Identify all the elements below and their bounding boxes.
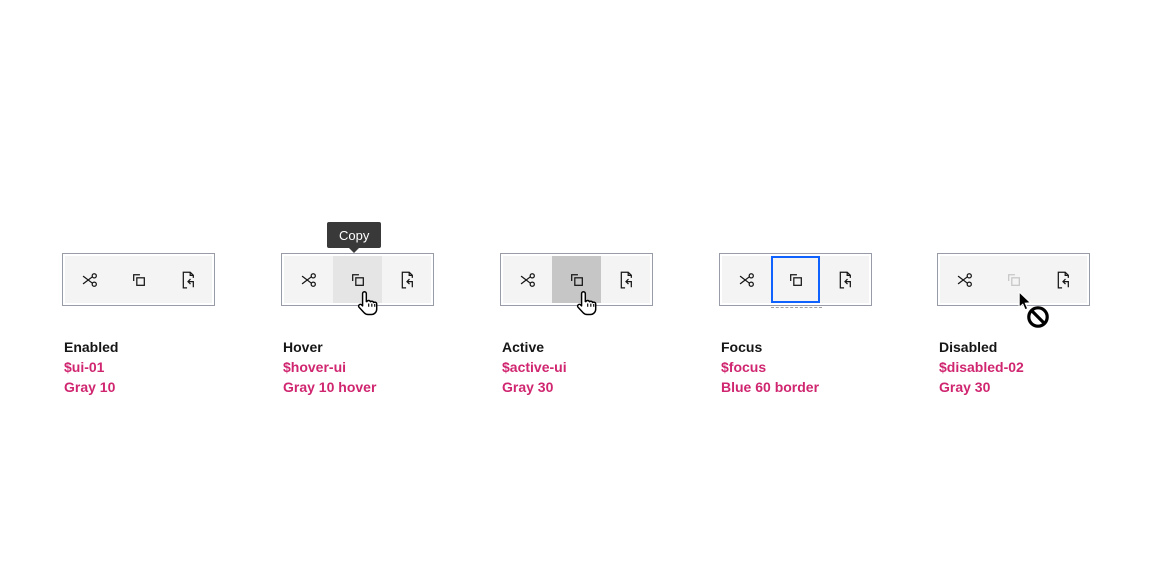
paste-button[interactable] <box>382 256 431 303</box>
icon-toolbar <box>281 253 434 306</box>
state-group-hover: Copy Hover $hover-ui Gray 10 hover <box>281 222 451 395</box>
copy-icon <box>348 270 368 290</box>
cut-button[interactable] <box>503 256 552 303</box>
cut-button[interactable] <box>65 256 114 303</box>
state-label: Disabled <box>939 339 998 355</box>
cut-icon <box>955 270 975 290</box>
paste-icon <box>178 270 198 290</box>
icon-toolbar <box>62 253 215 306</box>
state-label: Active <box>502 339 545 355</box>
token-annotation: $active-ui <box>502 359 567 375</box>
copy-button-focus[interactable] <box>771 256 820 303</box>
annotation-block: Disabled $disabled-02 Gray 30 <box>939 337 1024 397</box>
token-annotation: $disabled-02 <box>939 359 1024 375</box>
cut-icon <box>80 270 100 290</box>
icon-toolbar <box>719 253 872 308</box>
cut-icon <box>518 270 538 290</box>
cut-button[interactable] <box>722 256 771 303</box>
copy-icon <box>1004 270 1024 290</box>
paste-button[interactable] <box>1038 256 1087 303</box>
copy-icon <box>129 270 149 290</box>
tooltip-label: Copy <box>339 227 370 243</box>
tooltip: Copy <box>327 222 382 248</box>
paste-button[interactable] <box>601 256 650 303</box>
paste-icon <box>835 270 855 290</box>
cut-button[interactable] <box>284 256 333 303</box>
value-annotation: Gray 10 hover <box>283 379 377 395</box>
token-annotation: $focus <box>721 359 767 375</box>
copy-button-disabled <box>989 256 1038 303</box>
cut-icon <box>299 270 319 290</box>
copy-button[interactable] <box>114 256 163 303</box>
copy-icon <box>786 270 806 290</box>
state-group-focus: Focus $focus Blue 60 border <box>719 253 889 395</box>
token-annotation: $ui-01 <box>64 359 105 375</box>
copy-icon <box>567 270 587 290</box>
cut-icon <box>737 270 757 290</box>
value-annotation: Gray 30 <box>502 379 554 395</box>
copy-button-active[interactable] <box>552 256 601 303</box>
paste-icon <box>1053 270 1073 290</box>
paste-icon <box>397 270 417 290</box>
value-annotation: Gray 30 <box>939 379 991 395</box>
state-label: Hover <box>283 339 323 355</box>
paste-button[interactable] <box>163 256 212 303</box>
value-annotation: Gray 10 <box>64 379 116 395</box>
state-group-disabled: Disabled $disabled-02 Gray 30 <box>937 253 1107 395</box>
token-annotation: $hover-ui <box>283 359 347 375</box>
value-annotation: Blue 60 border <box>721 379 820 395</box>
cut-button[interactable] <box>940 256 989 303</box>
annotation-block: Active $active-ui Gray 30 <box>502 337 567 397</box>
icon-toolbar <box>937 253 1090 306</box>
annotation-block: Focus $focus Blue 60 border <box>721 337 819 397</box>
copy-button-hover[interactable] <box>333 256 382 303</box>
paste-icon <box>616 270 636 290</box>
focus-dashed-underline <box>771 307 822 308</box>
annotation-block: Enabled $ui-01 Gray 10 <box>64 337 118 397</box>
state-group-enabled: Enabled $ui-01 Gray 10 <box>62 253 232 395</box>
paste-button[interactable] <box>820 256 869 303</box>
blocked-cursor-icon <box>1026 305 1050 334</box>
state-label: Enabled <box>64 339 119 355</box>
state-group-active: Active $active-ui Gray 30 <box>500 253 670 395</box>
annotation-block: Hover $hover-ui Gray 10 hover <box>283 337 376 397</box>
icon-toolbar <box>500 253 653 306</box>
state-label: Focus <box>721 339 763 355</box>
